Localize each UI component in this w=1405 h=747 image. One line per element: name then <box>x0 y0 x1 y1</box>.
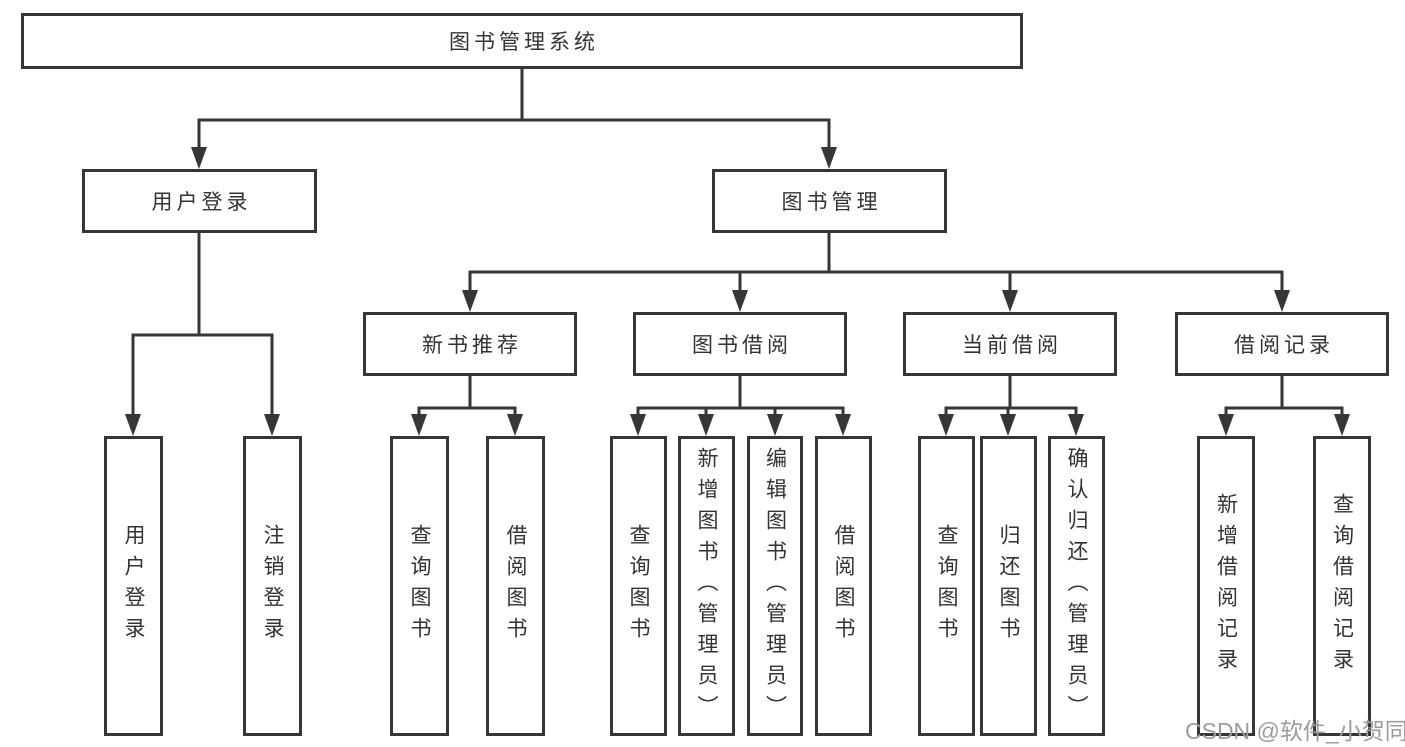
arrowhead <box>264 414 280 436</box>
node-label: 借阅记录 <box>1234 334 1334 357</box>
arrowhead <box>821 147 837 169</box>
leaf-query-book-current: 查询图书 <box>918 436 975 736</box>
leaf-label: 注销登录 <box>261 524 284 648</box>
arrowhead <box>125 414 141 436</box>
arrowhead <box>462 290 478 312</box>
leaf-label: 借阅图书 <box>832 524 855 648</box>
leaf-label: 查询借阅记录 <box>1330 493 1354 679</box>
leaf-label: 归还图书 <box>997 524 1020 648</box>
leaf-label: 查询图书 <box>408 524 431 648</box>
arrowhead <box>411 414 427 436</box>
node-label: 图书管理 <box>781 191 882 214</box>
node-library-system: 图书管理系统 <box>21 13 1023 69</box>
leaf-user-login: 用户登录 <box>104 436 163 736</box>
leaf-label: 新增图书（管理员） <box>695 446 718 726</box>
node-label: 用户登录 <box>151 191 252 214</box>
arrowhead <box>938 414 954 436</box>
leaf-confirm-return-admin: 确认归还（管理员） <box>1048 436 1105 736</box>
leaf-label: 查询图书 <box>935 524 958 648</box>
arrowhead <box>767 414 783 436</box>
arrowhead <box>191 147 207 169</box>
node-label: 图书管理系统 <box>449 31 599 54</box>
arrowhead <box>1000 414 1016 436</box>
arrowhead <box>1334 414 1350 436</box>
leaf-logout: 注销登录 <box>243 436 302 736</box>
leaf-query-borrow-record: 查询借阅记录 <box>1313 436 1371 736</box>
arrowhead <box>1218 414 1234 436</box>
leaf-add-borrow-record: 新增借阅记录 <box>1197 436 1255 736</box>
leaf-borrow-book: 借阅图书 <box>815 436 872 736</box>
leaf-return-book: 归还图书 <box>980 436 1037 736</box>
node-user-login: 用户登录 <box>82 169 317 233</box>
leaf-query-book-recommend: 查询图书 <box>390 436 449 736</box>
csdn-watermark: CSDN @软件_小贺同学 <box>1185 718 1405 744</box>
node-label: 图书借阅 <box>692 334 792 357</box>
leaf-label: 用户登录 <box>122 524 145 648</box>
arrowhead <box>1274 290 1290 312</box>
leaf-label: 新增借阅记录 <box>1214 493 1238 679</box>
arrowhead <box>732 290 748 312</box>
leaf-label: 确认归还（管理员） <box>1065 446 1088 726</box>
leaf-label: 借阅图书 <box>504 524 527 648</box>
leaf-label: 编辑图书（管理员） <box>763 446 787 726</box>
node-current-borrow: 当前借阅 <box>903 312 1117 376</box>
leaf-add-book-admin: 新增图书（管理员） <box>678 436 735 736</box>
arrowhead <box>1002 290 1018 312</box>
arrowhead <box>835 414 851 436</box>
leaf-query-book-borrow: 查询图书 <box>610 436 667 736</box>
node-book-management: 图书管理 <box>712 169 947 233</box>
leaf-borrow-book-recommend: 借阅图书 <box>486 436 545 736</box>
arrowhead <box>1068 414 1084 436</box>
node-borrow-record: 借阅记录 <box>1175 312 1389 376</box>
node-label: 新书推荐 <box>422 334 522 357</box>
node-book-borrow: 图书借阅 <box>633 312 847 376</box>
leaf-edit-book-admin: 编辑图书（管理员） <box>747 436 803 736</box>
node-new-book-recommend: 新书推荐 <box>363 312 577 376</box>
arrowhead <box>698 414 714 436</box>
node-label: 当前借阅 <box>962 334 1062 357</box>
arrowhead <box>507 414 523 436</box>
leaf-label: 查询图书 <box>627 524 650 648</box>
arrowhead <box>630 414 646 436</box>
